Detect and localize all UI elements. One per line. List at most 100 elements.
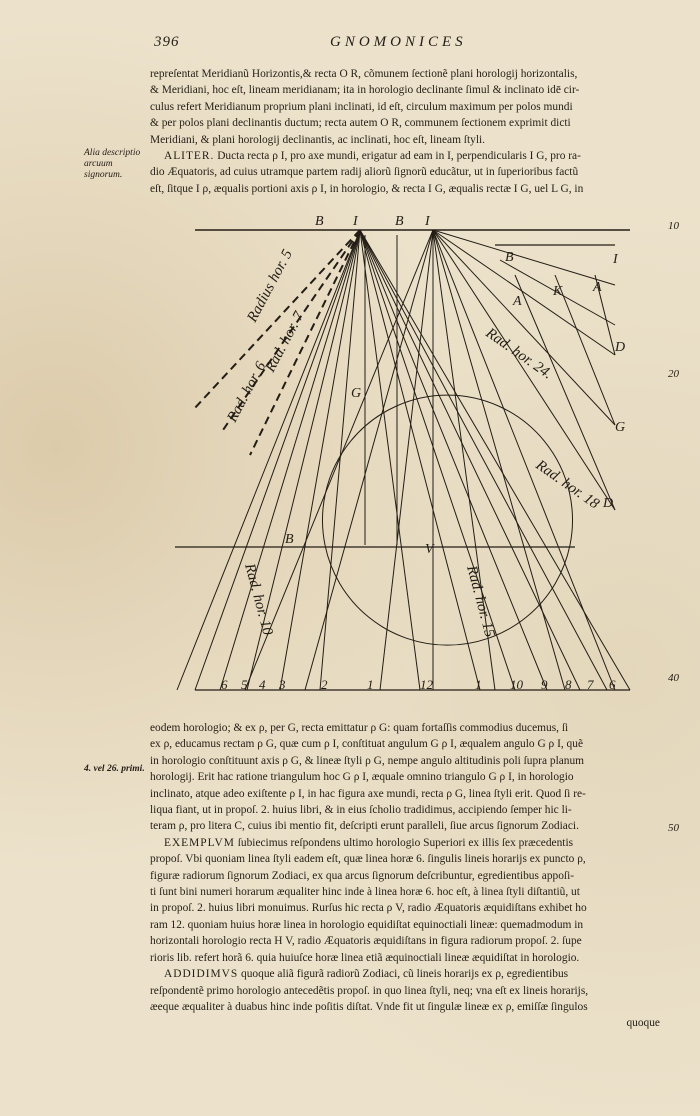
text-line: propoſ. Vbi quoniam linea ſtyli eadem eſ… [150,853,586,866]
text-line: liqua fiant, ut in propoſ. 2. huius libr… [150,804,572,817]
margin-number-10: 10 [668,220,679,232]
hour-number: 1 [367,677,374,692]
text-line: repreſentat Meridianũ Horizontis,& recta… [150,68,578,80]
text-line: æeque æqualiter à duabus hinc inde poſit… [150,1000,588,1013]
text-line: ſubiecimus reſpondens ultimo horologio S… [234,836,574,849]
text-line: in propoſ. 2. huius libri monuimus. Rurſ… [150,902,587,915]
text-line: & Meridiani, hoc eſt, lineam meridianam;… [150,84,580,97]
text-line: dio Æquatoris, ad cuius utramque partem … [150,166,579,179]
text-top: repreſentat Meridianũ Horizontis,& recta… [150,66,660,197]
page-header: 396 GNOMONICES [150,34,650,58]
ray-a-d [594,274,616,356]
text-line: horologij. Erit hac ratione triangulum h… [150,771,574,784]
hour-number: 2 [321,677,328,692]
sign-ray-right [432,229,616,356]
text-line: figuræ radiorum ſignorum Zodiaci, ex qua… [150,869,575,882]
hour-number: 9 [541,677,548,692]
sign-ray [432,229,616,691]
hour-number: 12 [420,677,434,692]
text-line: Meridiani, & plani horologij declinantis… [150,133,485,146]
diagonal-line [499,259,616,326]
dashed-ray [249,229,361,456]
hour-ray [359,229,631,691]
addidimus-paragraph: ADDIDIMVS quoque aliã figurã radiorũ Zod… [150,966,660,982]
label-i: I [612,252,619,267]
radius-label-hor-5: Radius hor. 5 [244,247,296,326]
text-line: inclinato, atque adeo exiſtente ρ I, in … [150,787,586,800]
sign-ray [432,229,566,691]
hour-number: 3 [278,677,286,692]
radius-hor-18 [432,229,616,511]
label-b: B [395,214,404,229]
hour-ray [319,229,361,691]
running-head: GNOMONICES [330,34,467,50]
hour-number: 4 [259,677,266,692]
text-line: Ducta recta ρ I, pro axe mundi, erigatur… [214,150,581,163]
page-number: 396 [154,34,180,50]
hour-ray [359,229,548,691]
hour-ray [194,229,361,691]
label-g: G [351,386,361,401]
aliter-lead: ALITER. [164,150,215,163]
gnomonic-diagram: B I B I B I A K A D G D G B V Radius hor… [175,214,631,692]
dashed-ray [192,229,361,411]
diagram-lines [175,229,631,691]
text-line: quoque aliã figurã radiorũ Zodiaci, cũ l… [238,968,569,981]
text-line: eodem horologio; & ex ρ, per G, recta em… [150,722,569,734]
sign-ray-right [432,229,616,426]
hour-ray [176,229,361,691]
label-d: D [602,496,613,511]
aliter-paragraph: ALITER. Ducta recta ρ I, pro axe mundi, … [150,148,660,164]
radius-label-hor-7: Rad. hor. 7 [262,308,308,376]
radius-label-hor-24: Rad. hor. 24. [482,325,555,383]
label-i: I [352,214,359,229]
hour-number: 5 [241,677,248,692]
text-line: eſt, ſitque I ρ, æqualis portioni axis ρ… [150,182,584,195]
text-bottom: eodem horologio; & ex ρ, per G, recta em… [150,720,660,1032]
label-d: D [614,340,625,355]
text-line: rioris lib. refert horã 6. quia huiuſce … [150,951,580,964]
margin-note-alia: Alia descriptio arcuum signorum. [84,148,141,180]
text-line: horizontali horologio recta H V, radio Æ… [150,935,582,948]
ray-a-d [514,274,616,511]
label-k: K [552,284,563,299]
radius-label-hor-10: Rad. hor. 10 [241,561,276,637]
label-i: I [424,214,431,229]
sign-ray [379,229,434,691]
addidimus-lead: ADDIDIMVS [164,968,239,981]
zodiac-ellipse [322,394,573,646]
dashed-ray [222,229,361,431]
hour-number: 6 [609,677,616,692]
radius-label-hor-15: Rad. hor. 15 [463,563,498,639]
diagram-letter-labels: B I B I B I A K A D G D G B V [285,214,625,557]
label-b: B [315,214,324,229]
radius-label-hor-18: Rad. hor. 18 [532,457,602,513]
hour-ray [246,229,361,691]
label-g: G [615,420,625,435]
label-a: A [512,294,522,309]
hour-number: 1 [475,677,482,692]
exemplum-lead: EXEMPLVM [164,836,235,849]
margin-number-20: 20 [668,368,679,380]
hour-ray [359,229,481,691]
catchword: quoque [626,1017,660,1030]
text-line: ex ρ, educamus rectam ρ G, quæ cum ρ I, … [150,738,584,751]
hour-ray [359,229,421,691]
text-line: culus refert Meridianum proprium plani i… [150,100,573,113]
margin-number-50: 50 [668,822,679,834]
hour-number: 10 [510,677,524,692]
label-a: A [592,280,602,295]
text-line: ram 12. quoniam huius horæ linea in horo… [150,918,584,931]
sign-ray [244,229,434,691]
ray-k-g [554,274,616,426]
radius-hor-24 [432,229,616,286]
hour-ray [219,229,361,691]
text-line: reſpondentẽ primo horologio antecedẽtis … [150,984,589,997]
margin-number-40: 40 [668,672,679,684]
diagram-hour-numbers: 6 5 4 3 2 1 12 1 10 9 8 7 6 [221,677,616,692]
text-line: ti ſunt bini numeri horarum æqualiter hi… [150,886,580,899]
sign-ray [432,229,496,691]
hour-number: 7 [587,677,594,692]
label-v: V [425,542,435,557]
